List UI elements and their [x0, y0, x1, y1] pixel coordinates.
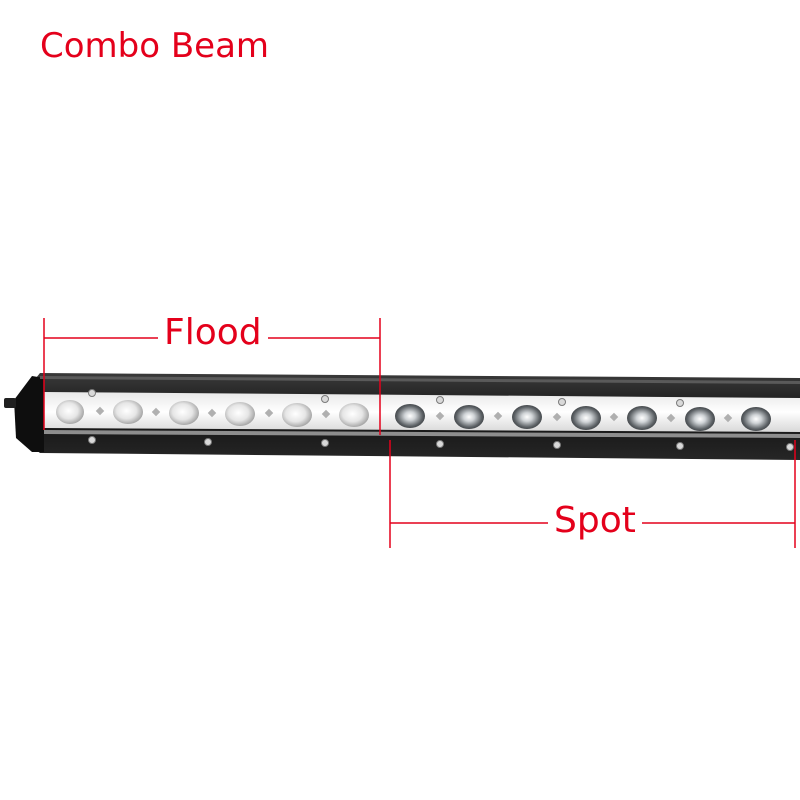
spot-led-group [395, 404, 771, 431]
spot-led [454, 405, 484, 429]
flood-led [339, 403, 369, 427]
spot-led [741, 407, 771, 431]
flood-led [225, 402, 255, 426]
screws-bottom [88, 436, 794, 451]
flood-led [169, 401, 199, 425]
spot-led [627, 406, 657, 430]
page-title: Combo Beam [40, 26, 270, 66]
flood-led [113, 400, 143, 424]
reflector-marks [95, 406, 733, 423]
spot-label: Spot [548, 500, 642, 541]
flood-led-group [56, 400, 369, 427]
spot-led [512, 405, 542, 429]
spot-led [571, 406, 601, 430]
spot-led [685, 407, 715, 431]
flood-led [282, 403, 312, 427]
flood-led [56, 400, 84, 424]
flood-label: Flood [158, 312, 268, 353]
spot-led [395, 404, 425, 428]
screws-top [88, 389, 684, 407]
